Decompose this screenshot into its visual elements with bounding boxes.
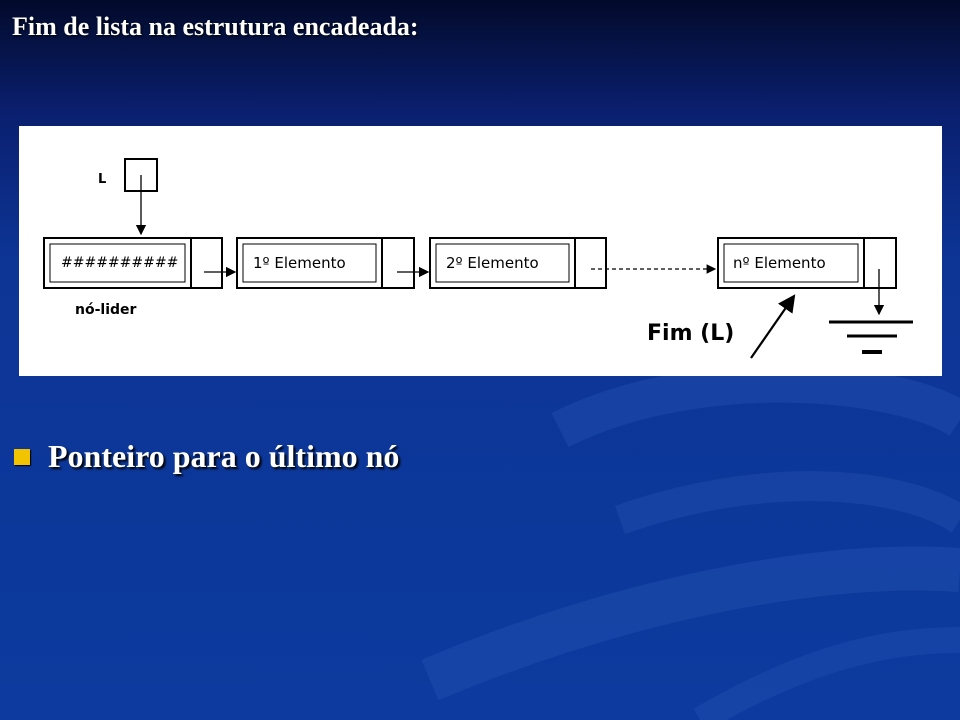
node-label: 2º Elemento — [446, 254, 539, 272]
pointer-label: L — [98, 172, 106, 187]
list-node: 2º Elemento — [429, 237, 607, 289]
list-node: 1º Elemento — [236, 237, 415, 289]
slide-title: Fim de lista na estrutura encadeada: — [12, 12, 419, 41]
bullet-text: Ponteiro para o último nó — [48, 438, 400, 474]
linked-list-diagram: L ########## nó-lider 1º Elemento 2º Ele… — [19, 126, 942, 376]
bullet-item: Ponteiro para o último nó — [14, 438, 399, 475]
end-label: Fim (L) — [647, 321, 734, 346]
header-node: ########## — [43, 237, 223, 289]
header-node-text: ########## — [61, 255, 178, 271]
end-pointer-arrow — [750, 294, 796, 359]
bullet-square-icon — [14, 448, 30, 465]
header-node-label: nó-lider — [75, 302, 137, 318]
list-node: nº Elemento — [717, 237, 897, 289]
node-label: 1º Elemento — [253, 254, 346, 272]
node-label: nº Elemento — [733, 254, 826, 272]
diagram-svg: L ########## nó-lider 1º Elemento 2º Ele… — [43, 158, 913, 359]
ground-icon — [829, 320, 913, 354]
